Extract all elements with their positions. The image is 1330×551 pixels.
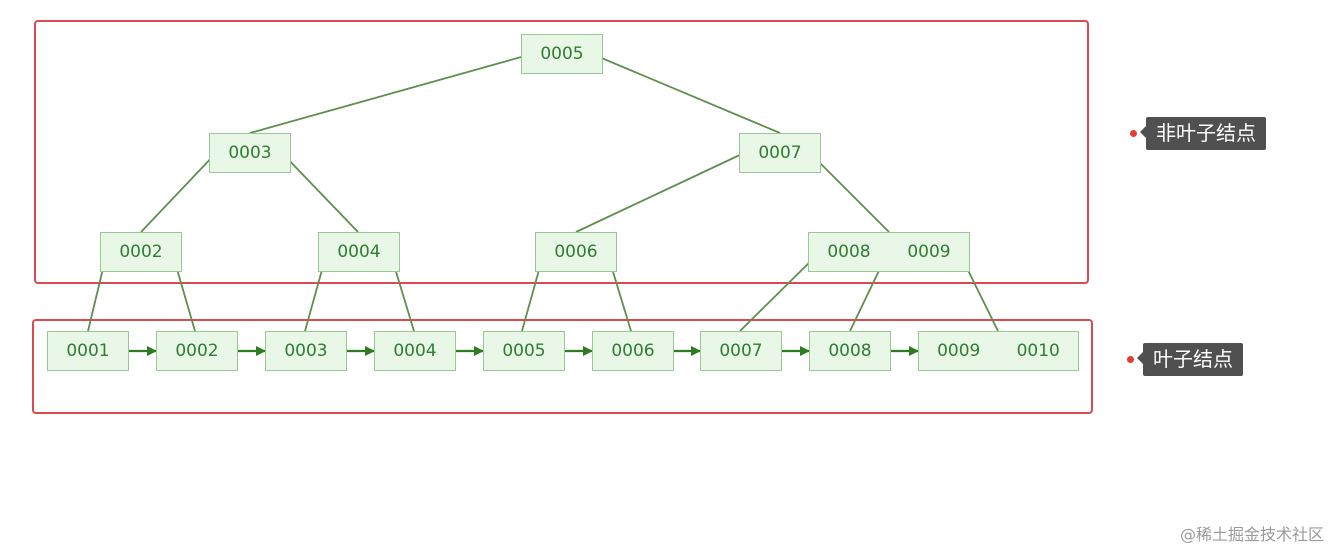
node-key: 0008 xyxy=(827,242,871,262)
node-level2-b: 0004 xyxy=(318,232,400,272)
node-level2-d: 0008 0009 xyxy=(808,232,970,272)
leaf-key: 0001 xyxy=(66,341,110,361)
leaf-key: 0003 xyxy=(284,341,328,361)
node-key: 0002 xyxy=(119,242,163,262)
node-level2-c: 0006 xyxy=(535,232,617,272)
node-key: 0004 xyxy=(337,242,381,262)
non-leaf-label: 非叶子结点 xyxy=(1140,117,1266,150)
non-leaf-region xyxy=(34,20,1089,284)
leaf-label: 叶子结点 xyxy=(1137,343,1243,376)
node-level2-a: 0002 xyxy=(100,232,182,272)
leaf-key: 0006 xyxy=(611,341,655,361)
leaf-key: 0002 xyxy=(175,341,219,361)
edge-0008-leaf7 xyxy=(739,251,821,332)
edge-0003-0004 xyxy=(281,152,359,233)
edge-0003-0002 xyxy=(140,152,217,233)
bullet-dot-icon xyxy=(1130,130,1137,137)
bullet-dot-icon xyxy=(1127,356,1134,363)
leaf-node: 0008 xyxy=(809,331,891,371)
leaf-node: 0002 xyxy=(156,331,238,371)
edge-0007-0006 xyxy=(575,152,745,233)
node-key: 0005 xyxy=(540,44,584,64)
node-key: 0009 xyxy=(907,242,951,262)
leaf-key: 0005 xyxy=(502,341,546,361)
node-key: 0007 xyxy=(758,143,802,163)
leaf-region xyxy=(32,319,1093,414)
leaf-node: 0004 xyxy=(374,331,456,371)
edge-root-right xyxy=(591,53,781,134)
leaf-node: 0009 0010 xyxy=(918,331,1079,371)
leaf-key: 0009 xyxy=(937,341,981,361)
edge-root-left xyxy=(249,53,533,134)
non-leaf-annotation: 非叶子结点 xyxy=(1130,117,1266,150)
node-key: 0006 xyxy=(554,242,598,262)
leaf-key: 0010 xyxy=(1016,341,1060,361)
node-root: 0005 xyxy=(521,34,603,74)
node-level1-right: 0007 xyxy=(739,133,821,173)
leaf-node: 0001 xyxy=(47,331,129,371)
watermark: @稀土掘金技术社区 xyxy=(1179,525,1324,544)
leaf-node: 0006 xyxy=(592,331,674,371)
leaf-node: 0007 xyxy=(700,331,782,371)
leaf-node: 0005 xyxy=(483,331,565,371)
leaf-key: 0007 xyxy=(719,341,763,361)
leaf-key: 0004 xyxy=(393,341,437,361)
leaf-node: 0003 xyxy=(265,331,347,371)
edge-0007-0008 xyxy=(809,152,890,233)
node-key: 0003 xyxy=(228,143,272,163)
leaf-annotation: 叶子结点 xyxy=(1127,343,1243,376)
leaf-key: 0008 xyxy=(828,341,872,361)
node-level1-left: 0003 xyxy=(209,133,291,173)
